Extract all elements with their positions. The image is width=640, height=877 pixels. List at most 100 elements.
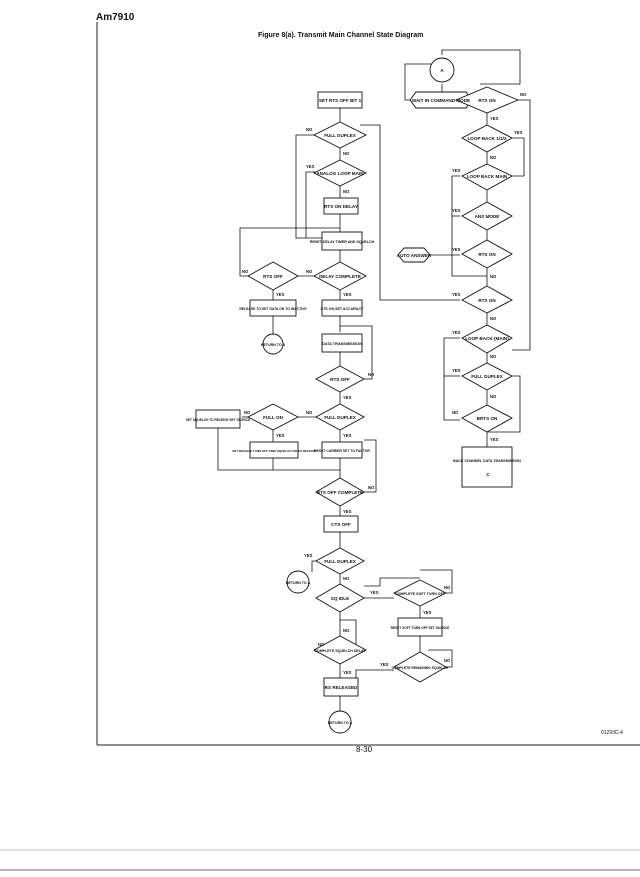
box-cts-off — [323, 515, 359, 533]
branch-yes-label: YES — [490, 437, 499, 442]
decision-complete-squelch — [313, 635, 367, 665]
decision-full-duplex-3 — [315, 547, 365, 575]
branch-yes-label: YES — [452, 292, 461, 297]
delay-complete-label: DELAY COMPLETE — [319, 274, 361, 279]
decision-delay-complete — [313, 261, 367, 291]
decision-complete-remaining — [393, 651, 447, 683]
branch-yes-label: YES — [370, 590, 379, 595]
branch-no-label: NO — [306, 127, 313, 132]
data-tx-label: DATA TRANSMISSION — [322, 342, 362, 346]
branch-yes-label: YES — [343, 292, 352, 297]
box-turn-off — [249, 441, 299, 459]
rts-on-top-label: RTS ON — [478, 98, 496, 103]
rts-complete-label: RTS OFF COMPLETE — [317, 490, 363, 495]
auto-answer-node — [397, 247, 431, 263]
complete-turn-off-label: COMPLETE SOFT TURN OFF — [395, 592, 446, 596]
box-set-squelch — [195, 409, 241, 429]
loop-back-last-label: LOOP BACK (MAIN) — [465, 336, 509, 341]
branch-no-label: NO — [368, 485, 375, 490]
branch-yes-label: YES — [343, 509, 352, 514]
connector-a — [429, 57, 455, 83]
diagram-nodes — [195, 57, 520, 734]
figure-code: 01293C-4 — [601, 730, 623, 736]
cts-off-label: CTS OFF — [331, 522, 351, 527]
branch-no-label: NO — [343, 151, 350, 156]
rts-on-mid-label: RTS ON — [478, 252, 496, 257]
branch-yes-label: YES — [452, 330, 461, 335]
full-duplex-2-label: FULL DUPLEX — [324, 415, 356, 420]
reset-timer-label: RESET DELAY TIMER AND SQUELCH — [310, 240, 375, 244]
box-reset-timer — [321, 231, 363, 251]
reset-turn-off-label: RESET SOFT TURN OFF SET SILENCE — [391, 626, 450, 630]
page-number: 8-30 — [356, 745, 373, 754]
complete-remaining-label: COMPLETE REMAINING SQUELCH — [392, 666, 449, 670]
branch-no-label: NO — [444, 658, 451, 663]
decision-rts-on-mid — [461, 239, 513, 269]
branch-yes-label: YES — [343, 670, 352, 675]
full-duplex-3-label: FULL DUPLEX — [324, 559, 356, 564]
branch-no-label: NO — [343, 576, 350, 581]
sq-idle-label: SQ IDLE — [331, 596, 349, 601]
branch-yes-label: YES — [276, 433, 285, 438]
decision-loop-back — [461, 124, 513, 153]
return-2-label: RETURN TO A — [286, 581, 311, 585]
box-data-tx — [321, 333, 363, 353]
decision-sq-idle — [315, 583, 365, 613]
answer-mode-label: ANS MODE — [475, 214, 500, 219]
branch-yes-label: YES — [452, 368, 461, 373]
branch-no-label: NO — [452, 410, 459, 415]
release-label: RELEASE TO SET DATA ON TO INACTIVE — [239, 307, 307, 311]
return-a-3 — [328, 710, 352, 734]
loop-back-main-label: LOOP BACK MAIN — [467, 174, 508, 179]
figure-title: Figure 8(a). Transmit Main Channel State… — [258, 32, 424, 39]
full-on-label: FULL ON — [263, 415, 284, 420]
decision-loop-back-last — [461, 324, 513, 354]
document-id: Am7910 — [96, 12, 135, 23]
branch-no-label: NO — [490, 394, 497, 399]
branch-yes-label: YES — [452, 208, 461, 213]
rts-on-low-label: RTS ON — [478, 298, 496, 303]
decision-full-duplex-2 — [315, 403, 365, 431]
set-squelch-label: SET SQUELCH TO RECEIVE SET SILENCE — [186, 418, 251, 422]
decision-rts-on-low — [461, 285, 513, 314]
cs-released-label: RS RELEASED — [325, 685, 358, 690]
branch-no-label: NO — [306, 410, 313, 415]
branch-no-label: NO — [490, 316, 497, 321]
branch-yes-label: YES — [343, 433, 352, 438]
analog-loop-label: ANALOG LOOP MAIN — [316, 171, 364, 176]
connector-a-label: A — [440, 68, 444, 73]
delay-reset-label: RESET CARRIER SET TO FACTOR — [314, 449, 370, 453]
box-back-channel — [461, 446, 513, 488]
branch-no-label: NO — [520, 92, 527, 97]
rts-off-2-label: RTS OFF — [330, 377, 350, 382]
wait-node — [409, 91, 473, 109]
branch-yes-label: YES — [343, 395, 352, 400]
diagram-labels: A C WAIT IN COMMAND MODE RTS ON LOOP BAC… — [186, 68, 522, 725]
decision-full-duplex-1 — [312, 121, 368, 149]
return-1-label: RETURN TO A — [261, 343, 286, 347]
diagram-connectors — [217, 49, 531, 712]
box-cts-on — [321, 299, 363, 317]
box-cs-released — [323, 677, 359, 697]
decision-brts-on — [461, 404, 513, 433]
rts-on-delay-label: RTS ON DELAY — [324, 204, 358, 209]
full-duplex-right-label: FULL DUPLEX — [471, 374, 503, 379]
auto-answer-label: AUTO ANSWER — [397, 253, 432, 258]
branch-yes-label: YES — [276, 292, 285, 297]
decision-loop-back-main — [461, 163, 513, 191]
branch-yes-label: YES — [452, 168, 461, 173]
brts-on-label: BRTS ON — [477, 416, 498, 421]
set-rts-label: SET RTS OFF BIT 1 — [319, 98, 362, 103]
branch-no-label: NO — [490, 274, 497, 279]
full-duplex-1-label: FULL DUPLEX — [324, 133, 356, 138]
complete-squelch-label: COMPLETE SQUELCH DELAY — [314, 649, 366, 653]
decision-full-duplex-right — [461, 362, 513, 391]
branch-yes-label: YES — [423, 610, 432, 615]
decision-full-on — [247, 403, 299, 431]
branch-no-label: NO — [244, 410, 251, 415]
rts-off-1-label: RTS OFF — [263, 274, 283, 279]
branch-yes-label: YES — [380, 662, 389, 667]
branch-yes-label: YES — [490, 116, 499, 121]
decision-rts-complete — [315, 477, 365, 507]
